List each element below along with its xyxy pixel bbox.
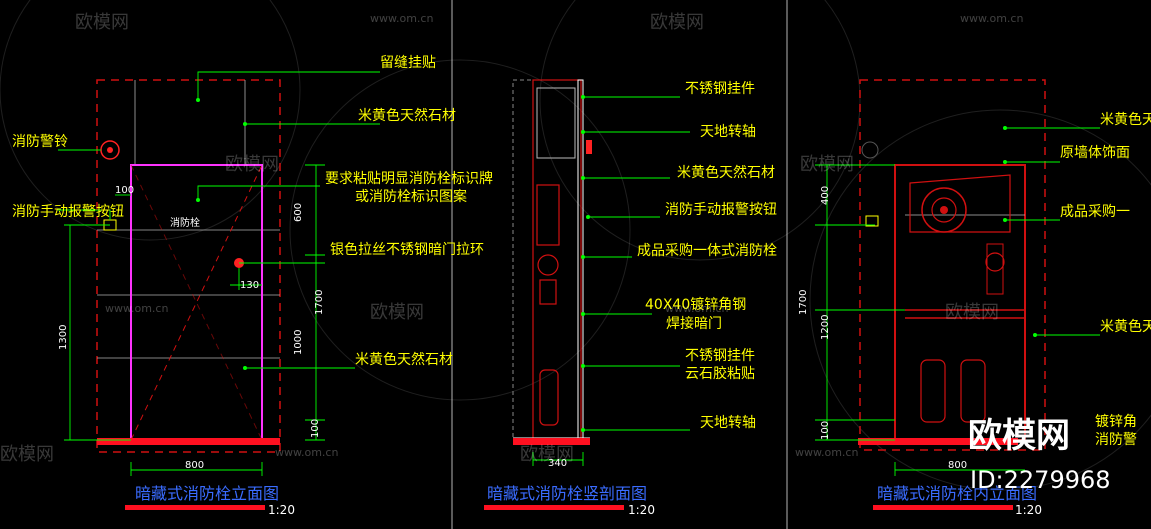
- label-gap-hang: 留缝挂贴: [380, 55, 436, 71]
- label-hanger-line1: 不锈钢挂件: [685, 348, 755, 364]
- brand-stamp: 欧模网 ID:2279968: [968, 416, 1111, 494]
- label-alarm-3: 消防警: [1095, 432, 1137, 448]
- dim-340: 340: [548, 458, 567, 469]
- label-alarm-bell: 消防警铃: [12, 134, 68, 150]
- dim-1700: 1700: [314, 290, 325, 315]
- panel3-title: 暗藏式消防栓内立面图: [877, 484, 1037, 503]
- brand-id: ID:2279968: [970, 466, 1111, 494]
- outline-dashed: [96, 79, 281, 453]
- watermark-brand: 欧模网: [520, 444, 574, 465]
- hose-reel-icon: [921, 187, 967, 233]
- dim-1700-3: 1700: [798, 290, 809, 315]
- label-handle: 银色拉丝不锈钢暗门拉环: [330, 241, 484, 258]
- dim-1200: 1200: [820, 315, 831, 340]
- panel2-title: 暗藏式消防栓竖剖面图: [487, 484, 647, 503]
- dim-400: 400: [820, 186, 831, 205]
- panel-3-interior: 米黄色天 原墙体饰面 成品采购一 米黄色天 镀锌角 消防警 400 1700 1…: [798, 79, 1151, 517]
- label-sign-line2: 或消防栓标识图案: [355, 188, 467, 205]
- watermark-brand: 欧模网: [800, 154, 854, 175]
- leader-lines: [815, 127, 1100, 476]
- watermark-circles: [0, 0, 1151, 491]
- panel-1-elevation: 消防栓 留缝挂贴: [12, 55, 493, 517]
- panel3-scale: 1:20: [1015, 503, 1042, 517]
- dim-1000: 1000: [293, 330, 304, 355]
- panel1-title: 暗藏式消防栓立面图: [135, 484, 279, 503]
- dim-100: 100: [115, 185, 134, 196]
- extinguisher-icon: [960, 359, 986, 423]
- label-ss-hanger: 不锈钢挂件: [685, 81, 755, 97]
- watermark-url: www.om.cn: [275, 446, 338, 459]
- hydrant-tag: 消防栓: [170, 216, 200, 229]
- leader-lines: [58, 71, 380, 476]
- label-manual-alarm: 消防手动报警按钮: [12, 204, 124, 220]
- label-pivot-top: 天地转轴: [700, 124, 756, 140]
- extinguisher-icon: [920, 359, 946, 423]
- dim-100-3: 100: [820, 421, 831, 440]
- label-angle-3: 镀锌角: [1095, 413, 1137, 430]
- dim-600: 600: [293, 203, 304, 222]
- panel2-scale: 1:20: [628, 503, 655, 517]
- watermark-brand: 欧模网: [650, 12, 704, 33]
- dim-1300: 1300: [58, 325, 69, 350]
- watermark-url: www.om.cn: [105, 302, 168, 315]
- watermark-brand: 欧模网: [0, 444, 54, 465]
- label-angle-line2: 焊接暗门: [666, 315, 722, 332]
- dim-130: 130: [240, 280, 259, 291]
- label-sign-line1: 要求粘贴明显消防栓标识牌: [325, 170, 493, 187]
- dim-100b: 100: [310, 419, 321, 438]
- watermark-brand: 欧模网: [945, 302, 999, 323]
- label-pivot-bottom: 天地转轴: [700, 415, 756, 431]
- label-stone-top-3: 米黄色天: [1100, 111, 1151, 128]
- watermark-brand: 欧模网: [370, 302, 424, 323]
- brand-name: 欧模网: [968, 416, 1070, 456]
- label-manual-alarm-2: 消防手动报警按钮: [665, 202, 777, 218]
- watermark-url: www.om.cn: [960, 12, 1023, 25]
- label-stone-mid-3: 米黄色天: [1100, 318, 1151, 335]
- watermark-brand: 欧模网: [225, 154, 279, 175]
- dim-800: 800: [185, 460, 204, 471]
- watermark-url: www.om.cn: [665, 302, 728, 315]
- extinguisher-icon: [539, 369, 559, 426]
- label-wall-finish: 原墙体饰面: [1060, 145, 1130, 161]
- leader-lines: [532, 96, 690, 466]
- label-angle-line1: 40X40镀锌角钢: [645, 296, 746, 313]
- watermark-brand: 欧模网: [75, 12, 129, 33]
- panel-2-section: 不锈钢挂件 天地转轴 米黄色天然石材 消防手动报警按钮 成品采购一体式消防栓 4…: [484, 79, 777, 517]
- panel1-scale: 1:20: [268, 503, 295, 517]
- label-hanger-line2: 云石胶粘贴: [685, 365, 755, 382]
- label-stone: 米黄色天然石材: [677, 164, 775, 181]
- label-cabinet: 成品采购一体式消防栓: [637, 243, 777, 259]
- label-cabinet-3: 成品采购一: [1060, 204, 1130, 220]
- label-stone-bottom: 米黄色天然石材: [355, 351, 453, 368]
- watermark-url: www.om.cn: [370, 12, 433, 25]
- watermark-url: www.om.cn: [795, 446, 858, 459]
- label-stone-top: 米黄色天然石材: [358, 107, 456, 124]
- watermarks: 欧模网 www.om.cn 欧模网 www.om.cn 欧模网 欧模网 www.…: [0, 12, 1023, 465]
- dim-800-3: 800: [948, 460, 967, 471]
